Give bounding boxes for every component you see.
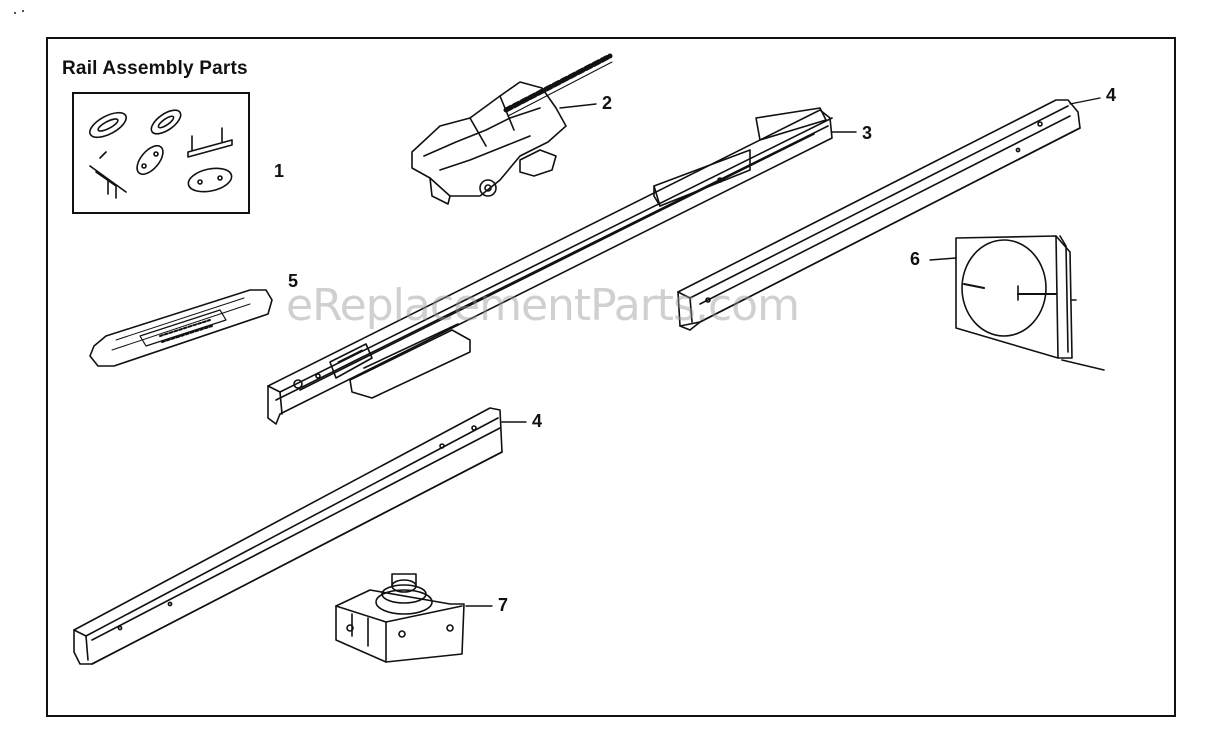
part-4-rail-section-upper [677,99,1081,331]
master-link [150,109,182,135]
callout-4-upper: 4 [1106,85,1117,105]
callout-7: 7 [498,595,509,615]
callout-5: 5 [288,271,299,291]
part-7-pulley-bracket [335,573,465,663]
diagram-title: Rail Assembly Parts [62,58,248,79]
link-plate [187,167,233,193]
part-2-trolley [411,53,613,205]
callout-6: 6 [910,249,921,269]
callout-3: 3 [862,123,873,143]
part-5-warning-label [89,289,273,367]
master-link [89,111,127,139]
hardware-kit-box [72,92,250,214]
scan-speck [14,12,16,14]
leader-lines [465,97,1101,607]
clip-pin [187,127,233,158]
link-plate [136,144,164,176]
diagram-frame [46,37,1176,717]
part-6-cover-plate [955,235,1105,371]
callout-1: 1 [274,161,285,181]
leader-6 [929,257,957,261]
part-1-hardware-kit [89,109,233,199]
callout-4-lower: 4 [532,411,543,431]
watermark-text: eReplacementParts.com [286,280,800,331]
leader-4a [1069,97,1101,105]
clip-pin [89,151,127,199]
scan-speck [22,10,24,12]
leader-2 [559,103,597,109]
callout-2: 2 [602,93,613,113]
part-3-rail-section [267,107,833,425]
part-4-rail-section-lower [73,407,503,665]
